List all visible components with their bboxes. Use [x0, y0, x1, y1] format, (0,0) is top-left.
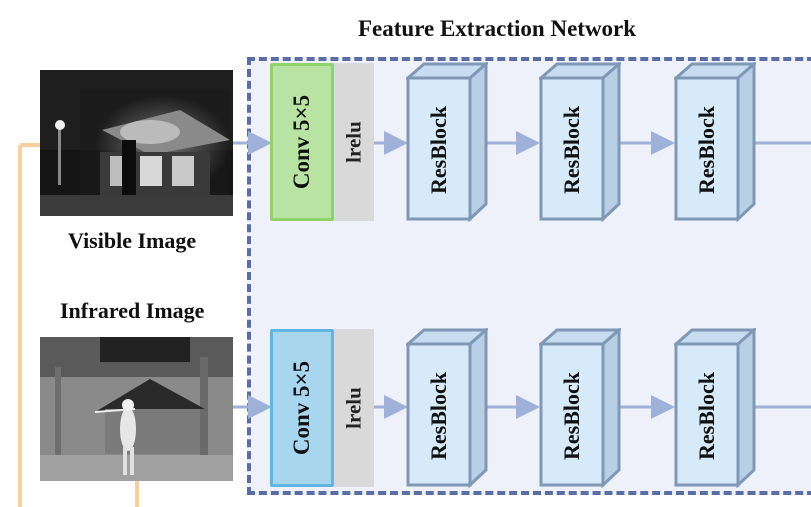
conv-infrared-block: Conv 5×5 [270, 329, 334, 487]
resblock-infrared-1: ResBlock [406, 328, 488, 488]
resblock-label: ResBlock [426, 372, 451, 460]
resblock-visible-2: ResBlock [539, 62, 621, 222]
conv-infrared-label: Conv 5×5 [289, 360, 314, 456]
infrared-image-label: Infrared Image [60, 298, 205, 323]
resblock-label: ResBlock [559, 372, 584, 460]
conv-visible-block: Conv 5×5 [270, 63, 334, 221]
infrared-image [40, 337, 233, 481]
relu-visible-label: lrelu [341, 121, 366, 163]
resblock-label: ResBlock [694, 372, 719, 460]
resblock-label: ResBlock [426, 106, 451, 194]
resblock-visible-3: ResBlock [674, 62, 756, 222]
resblock-visible-1: ResBlock [406, 62, 488, 222]
resblock-label: ResBlock [559, 106, 584, 194]
resblock-infrared-3: ResBlock [674, 328, 756, 488]
resblock-label: ResBlock [694, 106, 719, 194]
relu-infrared-block: lrelu [334, 329, 374, 487]
diagram-title: Feature Extraction Network [358, 16, 637, 41]
relu-infrared-label: lrelu [341, 387, 366, 429]
visible-image-label: Visible Image [68, 228, 197, 253]
relu-visible-block: lrelu [334, 63, 374, 221]
resblock-infrared-2: ResBlock [539, 328, 621, 488]
conv-visible-label: Conv 5×5 [289, 94, 314, 190]
visible-image [40, 70, 233, 216]
